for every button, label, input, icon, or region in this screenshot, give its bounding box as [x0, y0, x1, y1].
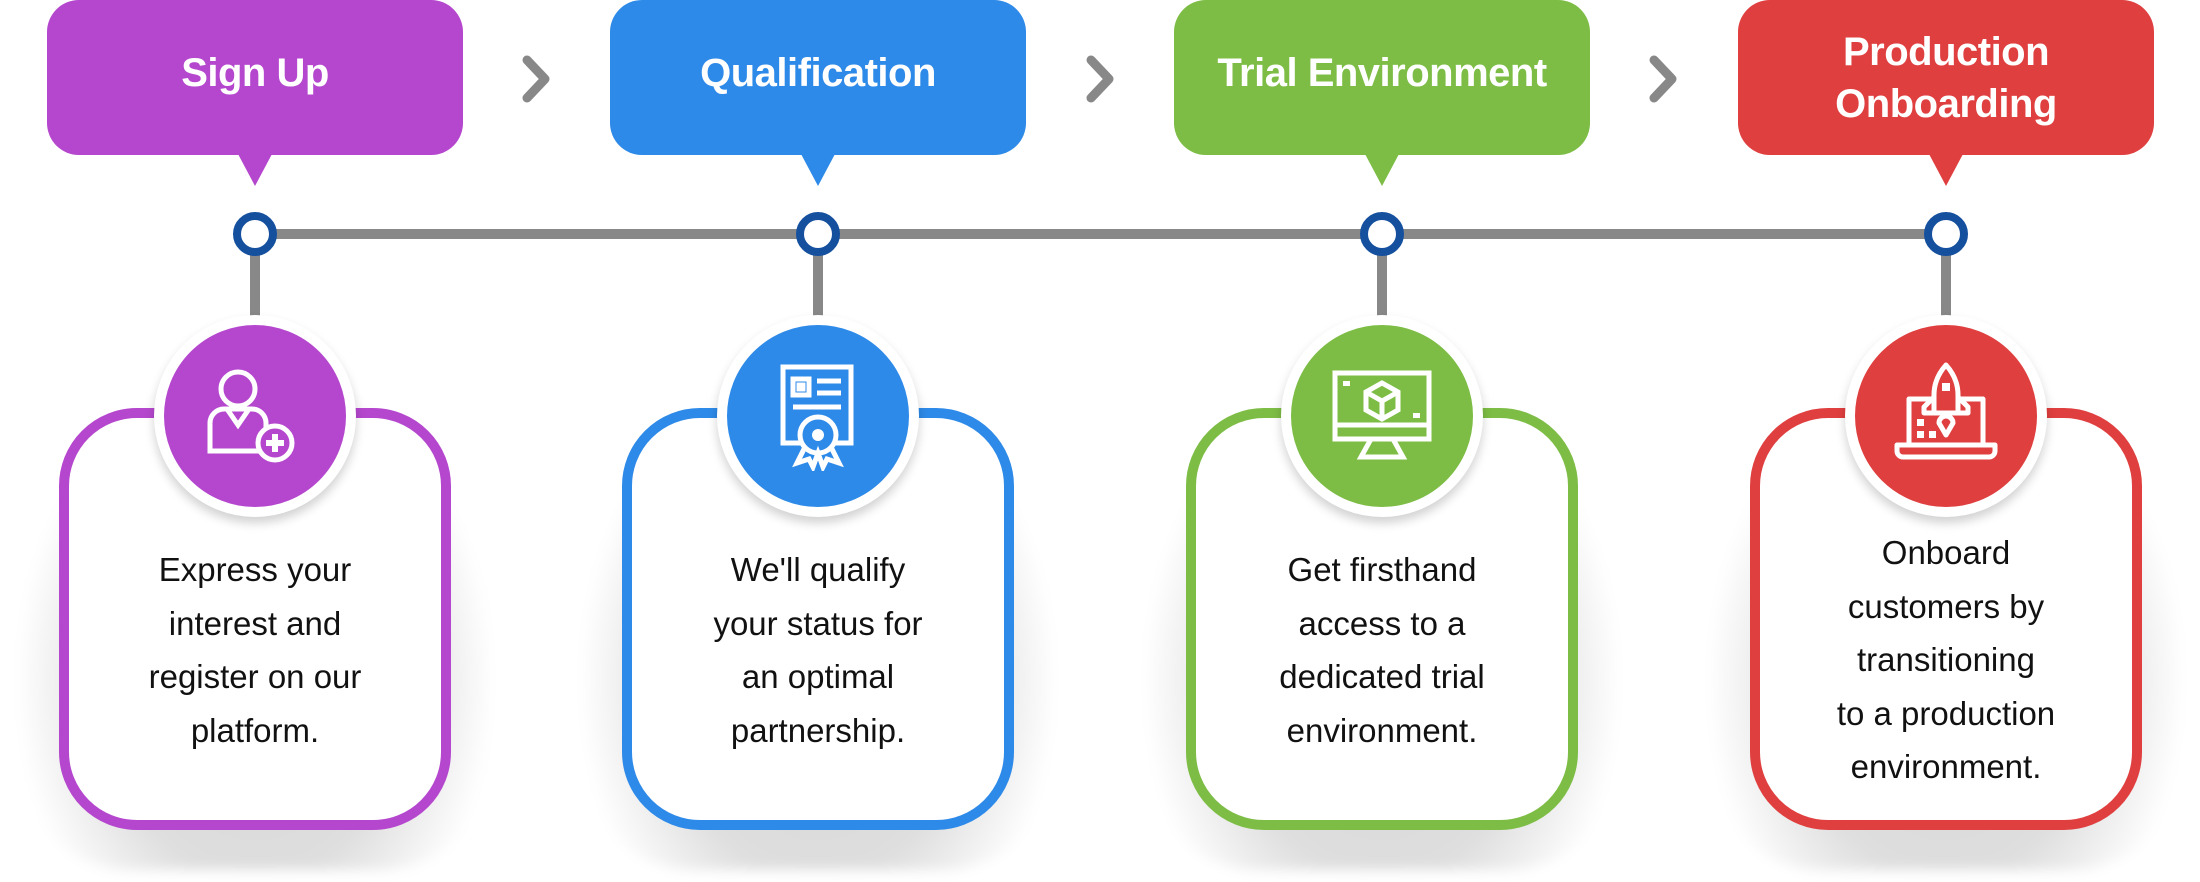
timeline-node [233, 212, 277, 256]
step-icon-badge [1281, 315, 1483, 517]
timeline-node [1360, 212, 1404, 256]
timeline-stem [1377, 245, 1387, 327]
step-title-bubble: Production Onboarding [1738, 0, 2154, 155]
bubble-pointer [1365, 154, 1399, 186]
step-icon-badge [154, 315, 356, 517]
laptop-rocket-icon [1894, 362, 1998, 460]
chevron-right-icon [1649, 55, 1677, 103]
timeline-stem [250, 245, 260, 327]
chevron-right-icon [522, 55, 550, 103]
step-description: Onboard customers by transitioning to a … [1836, 534, 2056, 785]
step-description: We'll qualify your status for an optimal… [713, 551, 923, 749]
bubble-pointer [801, 154, 835, 186]
step-title-bubble: Trial Environment [1174, 0, 1590, 155]
timeline-stem [813, 245, 823, 327]
timeline-node [796, 212, 840, 256]
timeline-stem [1941, 245, 1951, 327]
monitor-cube-icon [1332, 370, 1432, 460]
step-title: Qualification [700, 50, 936, 95]
chevron-right-icon [1086, 55, 1114, 103]
bubble-pointer [1929, 154, 1963, 186]
step-title-bubble: Qualification [610, 0, 1026, 155]
step-description: Get firsthand access to a dedicated tria… [1279, 551, 1485, 749]
step-icon-badge [717, 315, 919, 517]
step-icon-badge [1845, 315, 2047, 517]
step-description: Express your interest and register on ou… [148, 551, 362, 749]
step-title: Trial Environment [1217, 50, 1547, 95]
user-add-icon [207, 369, 295, 463]
timeline-line [255, 229, 1946, 239]
step-title: Production Onboarding [1835, 29, 2057, 126]
bubble-pointer [238, 154, 272, 186]
timeline-node [1924, 212, 1968, 256]
certificate-icon [780, 364, 854, 471]
step-title: Sign Up [181, 50, 329, 95]
step-title-bubble: Sign Up [47, 0, 463, 155]
